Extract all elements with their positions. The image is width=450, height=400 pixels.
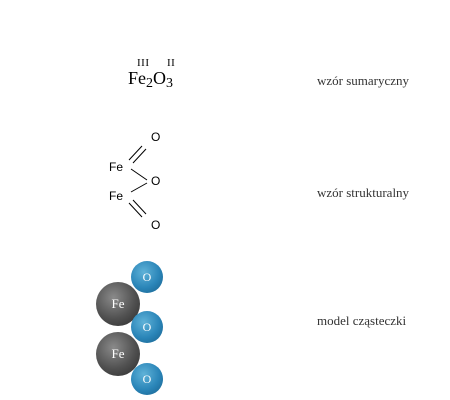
- iron-atom-2: Fe: [96, 332, 140, 376]
- formula-o-subscript: 3: [166, 76, 173, 91]
- struct-oxygen-middle: O: [151, 174, 161, 188]
- single-bond-top: [130, 168, 148, 181]
- double-bond-bottom-line-2: [132, 199, 147, 215]
- oxygen-atom-2: O: [131, 311, 163, 343]
- double-bond-bottom-line-1: [128, 202, 143, 218]
- oxygen-valence: II: [167, 57, 176, 69]
- summary-formula-label: wzór sumaryczny: [317, 73, 410, 88]
- struct-iron-bottom: Fe: [109, 189, 124, 203]
- double-bond-top-line-1: [128, 145, 143, 161]
- struct-oxygen-bottom: O: [151, 218, 161, 232]
- particle-model-label: model cząsteczki: [317, 313, 407, 328]
- struct-iron-top: Fe: [109, 160, 124, 174]
- structural-formula-label: wzór strukturalny: [317, 185, 410, 200]
- oxygen-atom-1: O: [131, 261, 163, 293]
- iron-valence: III: [137, 57, 150, 69]
- struct-oxygen-top: O: [151, 130, 161, 144]
- oxygen-atom-3: O: [131, 363, 163, 395]
- formula-fe-subscript: 2: [146, 76, 153, 91]
- formula-fe-symbol: Fe: [128, 68, 146, 88]
- single-bond-bottom: [130, 182, 148, 193]
- formula-o-symbol: O: [153, 68, 166, 88]
- double-bond-top-line-2: [132, 148, 147, 164]
- summary-formula: Fe2O3: [128, 68, 173, 91]
